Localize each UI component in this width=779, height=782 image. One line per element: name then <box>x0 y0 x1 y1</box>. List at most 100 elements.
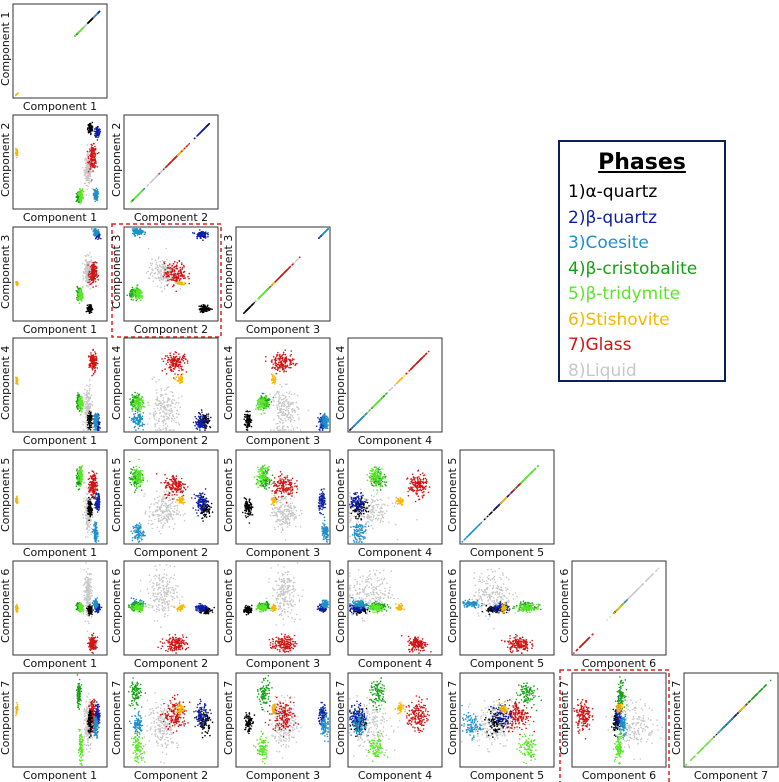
point-β-tridymite <box>79 30 81 32</box>
point-Glass <box>90 155 93 158</box>
point-Liquid <box>85 425 87 427</box>
point-Glass <box>181 262 183 264</box>
point-Liquid <box>168 414 171 417</box>
point-Glass <box>173 260 176 263</box>
point-Liquid <box>166 425 169 428</box>
point-Glass <box>299 256 301 259</box>
point-Glass <box>173 353 175 355</box>
point-Glass <box>165 166 167 168</box>
point-β-tridymite <box>266 289 269 291</box>
point-Glass <box>94 369 97 372</box>
point-Glass <box>162 360 165 363</box>
point-Coesite <box>139 236 141 239</box>
point-Liquid <box>88 402 91 405</box>
point-Liquid <box>85 266 87 269</box>
point-β-tridymite <box>77 406 79 408</box>
point-α-quartz <box>87 421 90 424</box>
point-Liquid <box>158 269 160 271</box>
point-Liquid <box>166 388 168 390</box>
point-Liquid <box>90 261 93 264</box>
point-Glass <box>91 166 94 168</box>
point-Glass <box>92 158 95 160</box>
point-Liquid <box>149 413 152 415</box>
point-Liquid <box>159 407 162 409</box>
point-Liquid <box>156 422 158 425</box>
point-Liquid <box>158 265 161 267</box>
point-Coesite <box>94 422 96 424</box>
point-Glass <box>162 275 165 278</box>
point-Liquid <box>170 407 172 410</box>
point-Liquid <box>83 182 86 185</box>
panel-component1-vs-component3 <box>12 226 108 322</box>
point-Glass <box>95 261 98 264</box>
point-Glass <box>181 369 183 371</box>
point-β-tridymite <box>139 297 141 299</box>
point-β-tridymite <box>136 284 138 287</box>
point-Glass <box>89 168 92 170</box>
point-Glass <box>87 274 90 277</box>
point-Glass <box>166 355 168 357</box>
point-β-tridymite <box>80 288 83 290</box>
point-Stishovite <box>15 149 17 151</box>
point-Glass <box>96 273 98 276</box>
point-Liquid <box>162 424 165 427</box>
point-Liquid <box>170 420 173 423</box>
point-Liquid <box>147 270 150 273</box>
point-Liquid <box>153 376 155 378</box>
point-β-quartz <box>97 134 99 136</box>
point-Liquid <box>159 402 162 405</box>
point-Liquid <box>166 258 168 261</box>
point-Glass <box>280 275 282 277</box>
point-β-quartz <box>202 239 204 241</box>
point-Glass <box>171 359 173 361</box>
point-β-tridymite <box>80 406 82 409</box>
point-α-quartz <box>90 411 92 414</box>
point-α-quartz <box>86 414 89 417</box>
point-β-tridymite <box>81 189 84 192</box>
point-Liquid <box>85 405 88 408</box>
point-Liquid <box>87 174 90 177</box>
point-β-tridymite <box>80 199 82 202</box>
point-Coesite <box>98 232 100 234</box>
point-α-quartz <box>87 416 89 418</box>
point-Glass <box>90 366 92 369</box>
point-Liquid <box>156 268 159 271</box>
point-α-quartz <box>88 125 91 127</box>
point-Coesite <box>143 233 146 236</box>
point-β-quartz <box>98 423 100 425</box>
point-Liquid <box>83 272 85 275</box>
point-Liquid <box>173 417 176 420</box>
point-Glass <box>171 270 173 273</box>
point-Liquid <box>147 247 150 250</box>
point-Liquid <box>153 418 156 420</box>
point-Glass <box>93 166 96 169</box>
point-Liquid <box>174 406 176 409</box>
point-Coesite <box>93 192 95 195</box>
point-Liquid <box>162 264 165 266</box>
point-Liquid <box>90 259 93 261</box>
point-β-tridymite <box>136 294 139 296</box>
point-Glass <box>167 361 169 364</box>
panel-component2-vs-component2 <box>123 114 219 210</box>
point-Liquid <box>146 184 149 187</box>
point-Liquid <box>155 263 158 266</box>
point-Coesite <box>95 428 98 430</box>
point-Liquid <box>158 271 161 274</box>
point-β-cristobalite <box>130 293 132 295</box>
panel-component2-vs-component3 <box>123 226 219 322</box>
point-Liquid <box>157 276 160 279</box>
point-α-quartz <box>89 429 92 431</box>
point-Liquid <box>157 407 159 410</box>
point-Liquid <box>83 169 85 171</box>
point-Glass <box>182 277 185 280</box>
point-Liquid <box>153 178 155 180</box>
point-Glass <box>188 272 191 275</box>
point-α-quartz <box>89 307 92 310</box>
point-Glass <box>170 361 173 364</box>
point-β-quartz <box>197 235 199 237</box>
point-Coesite <box>96 234 99 236</box>
point-Liquid <box>88 393 90 396</box>
point-Liquid <box>172 414 174 416</box>
point-β-tridymite <box>76 193 79 195</box>
point-Liquid <box>154 425 156 428</box>
